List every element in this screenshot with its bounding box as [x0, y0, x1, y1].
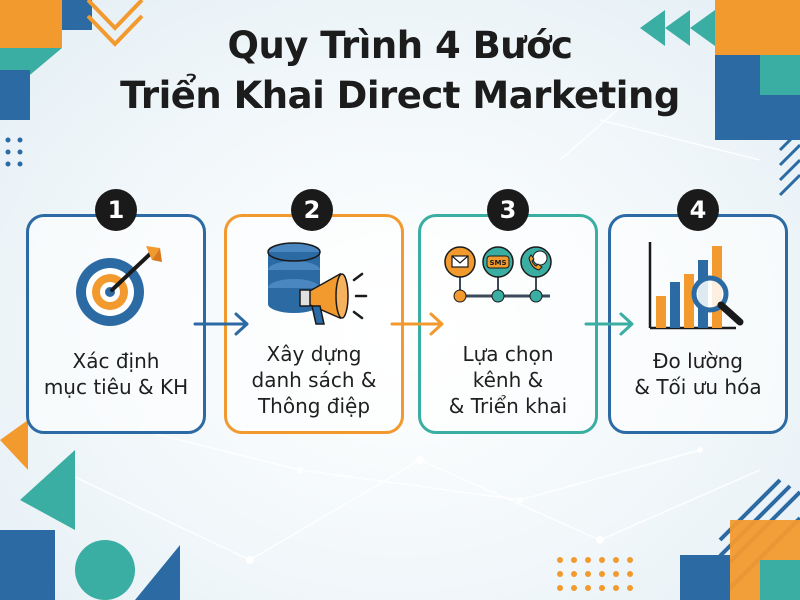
step-2-label-line: Thông điệp: [257, 394, 371, 418]
step-4-label: Đo lường & Tối ưu hóa: [608, 348, 788, 400]
channels-icon: SMS: [444, 246, 552, 303]
step-4-label-line: & Tối ưu hóa: [634, 375, 762, 399]
step-3-label-line: kênh &: [472, 368, 544, 392]
step-2-number: 2: [291, 189, 333, 231]
bar-chart-magnifier-icon: [648, 242, 744, 330]
step-4-number: 4: [677, 189, 719, 231]
step-1-number: 1: [95, 189, 137, 231]
step-1-label: Xác định mục tiêu & KH: [26, 348, 206, 400]
title-line-2: Triển Khai Direct Marketing: [120, 74, 680, 117]
step-3-label: Lựa chọn kênh & & Triển khai: [418, 341, 598, 419]
step-1-label-line: Xác định: [72, 349, 160, 373]
step-1-label-line: mục tiêu & KH: [43, 375, 189, 399]
step-2-label: Xây dựng danh sách & Thông điệp: [224, 341, 404, 419]
step-2-label-line: Xây dựng: [266, 342, 362, 366]
step-2-label-line: danh sách &: [251, 368, 377, 392]
step-4-label-line: Đo lường: [653, 349, 743, 373]
step-3-number: 3: [487, 189, 529, 231]
step-3-label-line: Lựa chọn: [462, 342, 554, 366]
step-3-label-line: & Triển khai: [448, 394, 568, 418]
target-arrow-icon: [76, 246, 162, 326]
page-title: Quy Trình 4 Bước Triển Khai Direct Marke…: [0, 22, 800, 122]
title-line-1: Quy Trình 4 Bước: [227, 24, 573, 67]
sms-badge-text: SMS: [489, 259, 506, 267]
database-megaphone-icon: [267, 242, 368, 325]
